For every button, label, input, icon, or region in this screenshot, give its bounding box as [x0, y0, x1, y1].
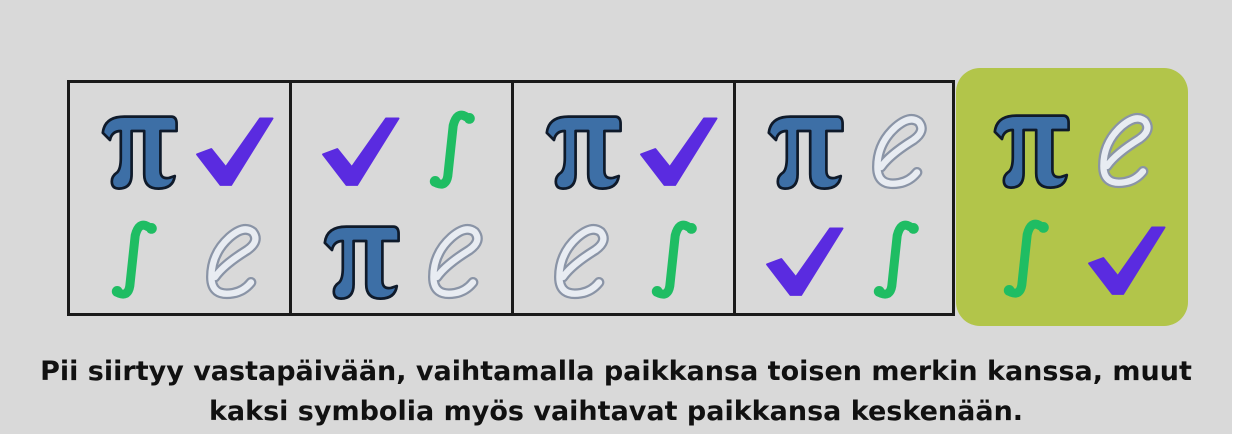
pi-icon: [758, 99, 848, 199]
check-icon: [314, 99, 404, 199]
puzzle-cell-5: [956, 68, 1188, 326]
puzzle-cell-4: [733, 80, 955, 316]
integral-icon: [632, 209, 722, 309]
check-icon: [1080, 208, 1170, 308]
pi-icon: [536, 99, 626, 199]
check-icon: [758, 209, 848, 309]
e-icon: [410, 209, 500, 309]
e-icon: [854, 99, 944, 199]
sequence-puzzle: [67, 68, 1188, 326]
puzzle-cell-1: [67, 80, 289, 316]
check-icon: [632, 99, 722, 199]
puzzle-cell-2: [289, 80, 511, 316]
pi-icon: [314, 209, 404, 309]
integral-icon: [984, 208, 1074, 308]
e-icon: [1080, 98, 1170, 198]
integral-icon: [410, 99, 500, 199]
pi-icon: [92, 99, 182, 199]
caption-line-1: Pii siirtyy vastapäivään, vaihtamalla pa…: [40, 356, 1192, 387]
puzzle-cell-3: [511, 80, 733, 316]
puzzle-caption: Pii siirtyy vastapäivään, vaihtamalla pa…: [0, 352, 1232, 432]
pi-icon: [984, 98, 1074, 198]
e-icon: [536, 209, 626, 309]
caption-line-2: kaksi symbolia myös vaihtavat paikkansa …: [208, 396, 1024, 427]
margin-strip: [1232, 0, 1244, 434]
integral-icon: [854, 209, 944, 309]
integral-icon: [92, 209, 182, 309]
check-icon: [188, 99, 278, 199]
e-icon: [188, 209, 278, 309]
